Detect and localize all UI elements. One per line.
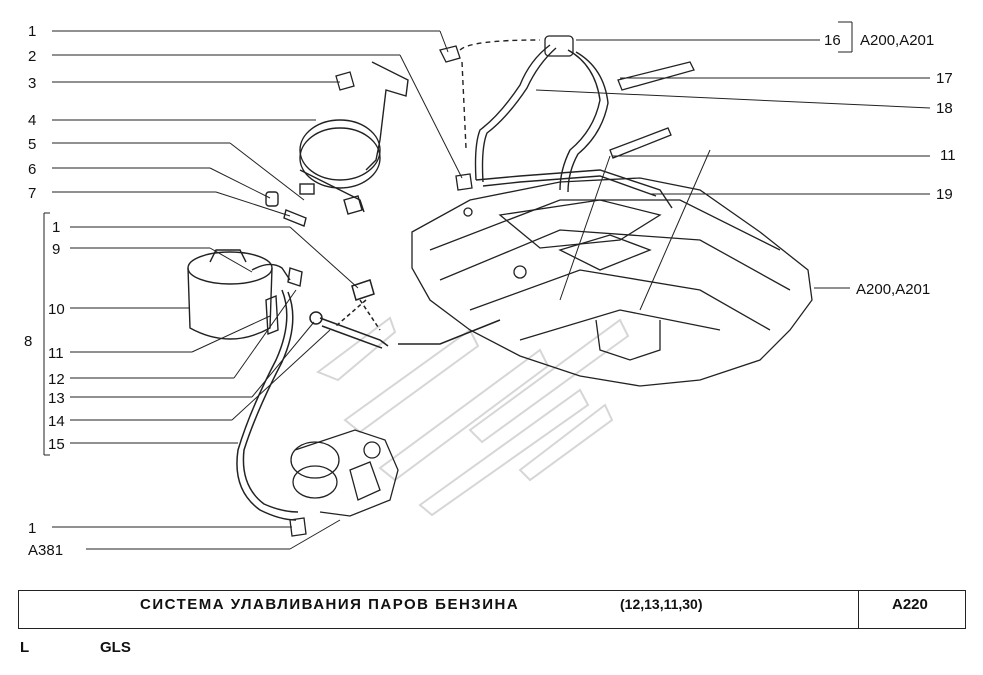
callout-label: 12 — [48, 371, 65, 388]
callout-label: A200,A201 — [860, 32, 934, 49]
canister — [187, 249, 303, 340]
watermark-logo — [315, 316, 630, 517]
callout-label: 15 — [48, 436, 65, 453]
fuel-tank — [411, 177, 813, 387]
callout-label: 16 — [824, 32, 841, 49]
callout-label: 2 — [28, 48, 36, 65]
leader-lines — [43, 21, 931, 550]
callout-label: A200,A201 — [856, 281, 930, 298]
callout-label: 7 — [28, 185, 36, 202]
section-code: A220 — [892, 596, 928, 613]
callout-label: 19 — [936, 186, 953, 203]
cable-ties — [335, 35, 695, 191]
callout-label: 10 — [48, 301, 65, 318]
footer-left-mark: L — [20, 639, 30, 656]
callout-label: 1 — [28, 23, 36, 40]
callout-label: 17 — [936, 70, 953, 87]
callout-label: 4 — [28, 112, 36, 129]
callout-label: 1 — [52, 219, 60, 236]
callout-labels: 1 2 3 4 5 6 7 1 9 10 8 11 12 13 14 15 1 … — [24, 23, 956, 559]
model-codes: (12,13,11,30) — [620, 596, 703, 612]
callout-label: 6 — [28, 161, 36, 178]
vapour-lines — [459, 39, 673, 209]
callout-label: 11 — [940, 147, 956, 164]
callout-label: 9 — [52, 241, 60, 258]
hoses — [236, 279, 501, 521]
bracket-assembly — [265, 61, 409, 227]
callout-label: A381 — [28, 542, 63, 559]
callout-label: 18 — [936, 100, 953, 117]
callout-label: 3 — [28, 75, 36, 92]
callout-label: 13 — [48, 390, 65, 407]
throttle-body — [289, 429, 399, 537]
callout-label: 1 — [28, 520, 36, 537]
footer-variant: GLS — [100, 639, 131, 656]
callout-label: 14 — [48, 413, 65, 430]
callout-label: 5 — [28, 136, 36, 153]
title-block-frame — [18, 590, 966, 629]
callout-label: 8 — [24, 333, 32, 350]
callout-label: 11 — [48, 345, 64, 362]
title-block-divider — [858, 590, 859, 629]
diagram-title: СИСТЕМА УЛАВЛИВАНИЯ ПАРОВ БЕНЗИНА — [140, 596, 520, 613]
